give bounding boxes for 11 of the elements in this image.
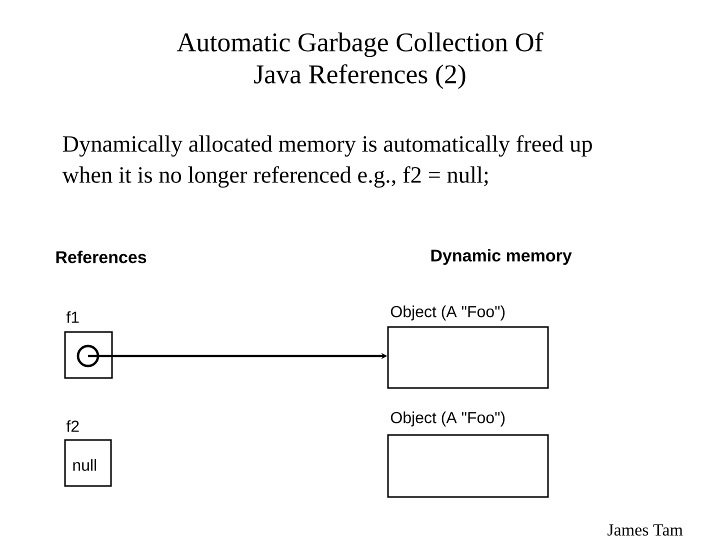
box-label: f2 xyxy=(66,420,79,432)
box-label: Object (A "Foo") xyxy=(390,412,505,426)
title: Automatic Garbage Collection Of Java References (2) xyxy=(176,32,544,89)
author-name: James Tam xyxy=(608,524,683,536)
pointer-circle xyxy=(76,344,100,368)
column-heading: Dynamic memory xyxy=(431,249,572,265)
box-label: f1 xyxy=(66,311,79,323)
column-heading: References xyxy=(56,250,146,264)
variable-box: null xyxy=(64,439,112,487)
box-label: Object (A "Foo") xyxy=(390,306,505,320)
body-text: Dynamically allocated memory is automatically freed up when it is no longer referenced e.g., f2 = null; xyxy=(62,135,592,188)
